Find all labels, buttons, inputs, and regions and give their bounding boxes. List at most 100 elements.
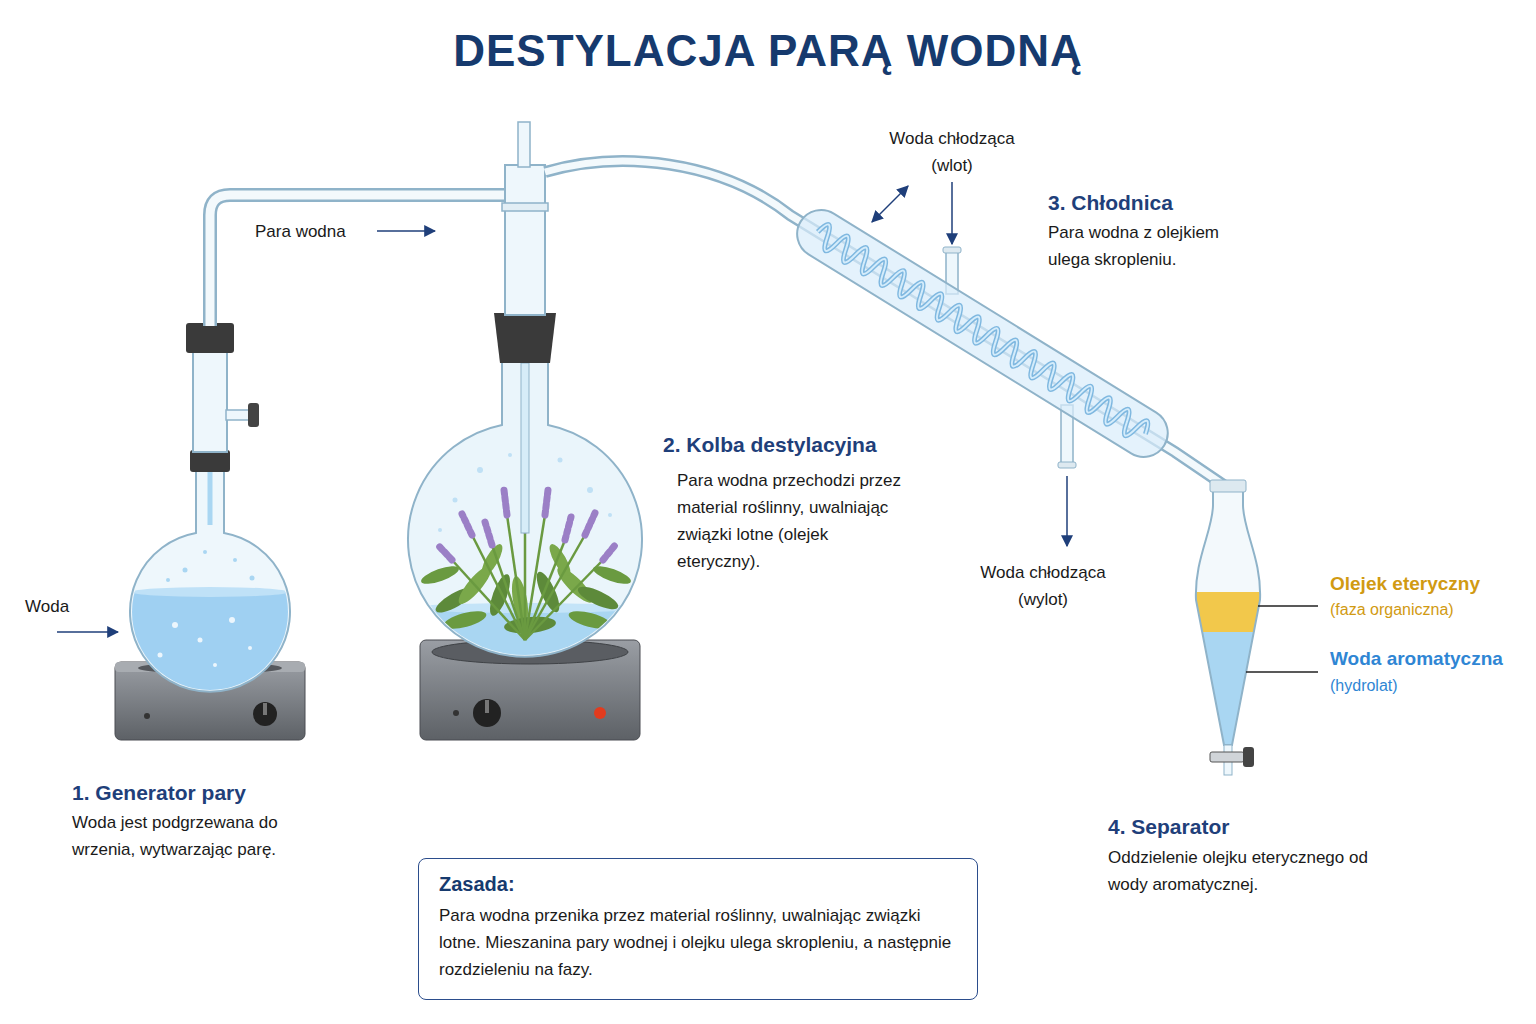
distillation-flask	[477, 467, 483, 473]
distillation-flask	[408, 330, 642, 657]
steam-tube	[210, 195, 508, 326]
distillation-flask	[400, 122, 660, 740]
distillation-flask	[508, 453, 512, 457]
phase-note: (faza organiczna)	[1330, 597, 1454, 622]
steam-generator	[120, 550, 300, 702]
steam-generator	[166, 578, 170, 582]
lavender-flowers	[545, 490, 548, 515]
description-text: Para wodna przechodzi przez material roś…	[677, 468, 902, 575]
steam-generator	[115, 323, 305, 740]
steam-generator	[233, 558, 237, 562]
diagram-title: DESTYLACJA PARĄ WODNĄ	[0, 26, 1536, 76]
lavender-flowers	[438, 545, 452, 560]
section-heading: 2. Kolba destylacyjna	[663, 428, 877, 461]
steam-generator	[172, 622, 178, 628]
lavender-stems	[525, 560, 603, 640]
separator-funnel	[1243, 747, 1254, 767]
distillation-flask	[494, 313, 556, 363]
description-text: Para wodna z olejkiem ulega skropleniu.	[1048, 220, 1253, 274]
steam-generator	[193, 338, 227, 452]
lavender-stems	[525, 540, 565, 640]
separator-funnel	[1190, 480, 1270, 775]
distillation-flask	[502, 203, 548, 211]
steam-generator	[198, 638, 203, 643]
separator-funnel	[1210, 752, 1244, 762]
steam-generator	[229, 617, 235, 623]
box-heading: Zasada:	[439, 873, 957, 896]
vapour-tube	[545, 161, 1228, 488]
lavender-flowers	[504, 490, 507, 515]
vapour-tube	[545, 161, 1228, 488]
leader-line	[1246, 606, 1318, 672]
steam-generator	[213, 663, 217, 667]
flow-arrow	[377, 230, 435, 232]
phase-label: Woda aromatyczna	[1330, 644, 1503, 674]
distillation-flask	[518, 122, 530, 167]
section-heading: 4. Separator	[1108, 810, 1229, 843]
box-body: Para wodna przenika przez material rośli…	[439, 902, 957, 984]
lavender-stems	[492, 545, 525, 640]
distillation-flask	[485, 700, 489, 713]
steam-generator	[250, 576, 255, 581]
lavender-stems	[507, 515, 525, 640]
flow-label: Woda	[25, 594, 69, 621]
steam-generator	[226, 410, 250, 420]
plant-leaves	[567, 608, 613, 633]
distillation-flask	[400, 453, 660, 668]
steam-generator	[183, 568, 188, 573]
distillation-flask	[608, 513, 612, 517]
steam-generator	[203, 550, 207, 554]
separator-funnel	[1196, 490, 1260, 745]
plant-leaves	[442, 608, 488, 633]
distillation-flask	[473, 699, 501, 727]
lavender-flowers	[565, 517, 571, 540]
steam-generator	[263, 703, 267, 715]
plant-leaves	[419, 563, 461, 588]
distillation-flask	[400, 608, 660, 668]
distillation-flask	[521, 363, 529, 533]
flow-label: Woda chłodząca (wlot)	[872, 126, 1032, 180]
flow-label: Woda chłodząca (wylot)	[963, 560, 1123, 614]
lavender-flowers	[585, 513, 595, 535]
description-text: Woda jest podgrzewana do wrzenia, wytwar…	[72, 810, 332, 864]
principle-box: Zasada: Para wodna przenika przez materia…	[418, 858, 978, 1000]
lavender-flowers	[462, 514, 472, 535]
lavender-stems	[524, 530, 527, 640]
distillation-flask	[505, 165, 545, 315]
separator-funnel	[1190, 632, 1270, 752]
leader-line	[1258, 605, 1318, 606]
description-text: Oddzielenie olejku eterycznego od wody a…	[1108, 845, 1408, 899]
distillation-flask	[558, 458, 563, 463]
steam-generator	[144, 713, 150, 719]
steam-generator	[186, 323, 234, 353]
vapour-tube	[545, 161, 1228, 488]
distillation-flask	[594, 707, 606, 719]
flow-arrow	[872, 186, 908, 222]
section-heading: 3. Chłodnica	[1048, 186, 1173, 219]
steam-tube	[210, 195, 508, 326]
steam-generator	[208, 470, 213, 525]
flow-label: Para wodna	[255, 219, 346, 246]
flow-arrow	[1066, 476, 1068, 546]
lavender-flowers	[485, 522, 492, 545]
section-heading: 1. Generator pary	[72, 776, 246, 809]
distillation-flask	[587, 487, 593, 493]
phase-note: (hydrolat)	[1330, 673, 1398, 698]
condenser	[1058, 462, 1076, 468]
condenser	[943, 247, 961, 253]
steam-generator	[253, 702, 277, 726]
distillation-flask	[453, 498, 458, 503]
steam-generator	[132, 587, 288, 597]
lavender-stems	[452, 515, 603, 640]
steam-generator	[120, 592, 300, 702]
plant-leaves	[575, 582, 621, 613]
steam-generator	[158, 653, 163, 658]
steam-tube	[210, 195, 508, 326]
steam-generator	[248, 646, 252, 650]
flow-arrow	[57, 631, 118, 633]
lavender-flowers	[603, 544, 616, 560]
flow-arrow	[57, 182, 1067, 632]
flow-arrow	[951, 182, 953, 244]
distillation-flask	[453, 710, 459, 716]
